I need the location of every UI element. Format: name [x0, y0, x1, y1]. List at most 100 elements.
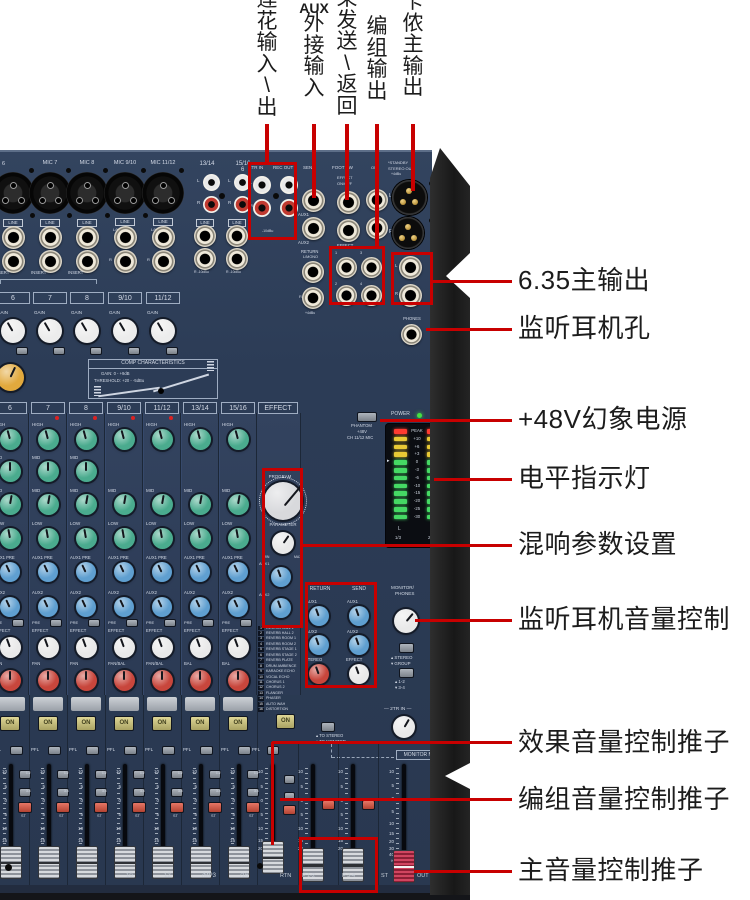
hpf-button-9/10[interactable]	[128, 347, 140, 355]
stereo-out-fader-cap[interactable]	[393, 850, 415, 883]
aux1-knob[interactable]	[228, 562, 248, 582]
stereo-group-switch[interactable]	[399, 643, 414, 653]
rtn-34-button[interactable]	[284, 792, 295, 801]
monitor-phones-knob[interactable]	[394, 609, 418, 633]
to-stereo-monitor-switch[interactable]	[321, 722, 335, 732]
program-select-knob[interactable]	[264, 482, 303, 520]
route-12-button[interactable]	[247, 770, 259, 779]
channel-fader-13/14-cap[interactable]	[190, 846, 212, 879]
return-aux1-knob[interactable]	[309, 606, 329, 626]
send-aux1-knob[interactable]	[349, 606, 369, 626]
pre-button[interactable]	[88, 619, 100, 627]
route-34-button[interactable]	[19, 788, 31, 797]
high-eq-knob[interactable]	[75, 428, 97, 450]
group34-st-button[interactable]	[362, 800, 375, 810]
channel-on-button[interactable]: ON	[152, 716, 172, 731]
pan-knob[interactable]	[113, 669, 135, 691]
effect-send-knob[interactable]	[113, 636, 135, 658]
pfl-button[interactable]	[48, 746, 61, 755]
channel-on-button[interactable]: ON	[114, 716, 134, 731]
route-34-button[interactable]	[171, 788, 183, 797]
route-34-button[interactable]	[95, 788, 107, 797]
low-eq-knob[interactable]	[0, 527, 21, 549]
pan-knob[interactable]	[151, 669, 173, 691]
pre-button[interactable]	[12, 619, 24, 627]
route-st-button[interactable]	[94, 802, 108, 813]
gain-knob-11/12[interactable]	[151, 319, 175, 343]
route-st-button[interactable]	[208, 802, 222, 813]
mid-eq-knob[interactable]	[75, 493, 97, 515]
channel-fader-9/10-track[interactable]	[123, 764, 127, 856]
low-eq-knob[interactable]	[189, 527, 211, 549]
route-st-button[interactable]	[246, 802, 260, 813]
high-eq-knob[interactable]	[0, 428, 21, 450]
channel-fader-11/12-track[interactable]	[161, 764, 165, 856]
aux2-knob[interactable]	[0, 597, 20, 617]
pfl-button[interactable]	[200, 746, 213, 755]
hpf-button-7[interactable]	[53, 347, 65, 355]
aux2-knob[interactable]	[76, 597, 96, 617]
high-eq-knob[interactable]	[37, 428, 59, 450]
mid-eq-knob[interactable]	[0, 493, 21, 515]
high-eq-knob[interactable]	[227, 428, 249, 450]
channel-on-button[interactable]: ON	[190, 716, 210, 731]
comp-knob[interactable]	[0, 363, 24, 391]
channel-fader-13/14-track[interactable]	[199, 764, 203, 856]
send-aux2-knob[interactable]	[349, 635, 369, 655]
mid-eq-knob[interactable]	[113, 493, 135, 515]
gain-knob-8[interactable]	[75, 319, 99, 343]
pre-button[interactable]	[202, 619, 214, 627]
effect-on-button[interactable]: ON	[276, 714, 295, 729]
route-34-button[interactable]	[247, 788, 259, 797]
channel-fader-9/10-cap[interactable]	[114, 846, 136, 879]
low-eq-knob[interactable]	[37, 527, 59, 549]
channel-on-button[interactable]: ON	[228, 716, 248, 731]
pre-button[interactable]	[240, 619, 252, 627]
channel-fader-6-cap[interactable]	[0, 846, 22, 879]
route-st-button[interactable]	[170, 802, 184, 813]
route-st-button[interactable]	[132, 802, 146, 813]
mid-eq-knob[interactable]	[189, 493, 211, 515]
channel-fader-15/16-track[interactable]	[237, 764, 241, 856]
mid-freq-knob[interactable]	[75, 460, 97, 482]
hpf-button-11/12[interactable]	[166, 347, 178, 355]
aux2-knob[interactable]	[114, 597, 134, 617]
mid-freq-knob[interactable]	[0, 460, 21, 482]
route-12-button[interactable]	[209, 770, 221, 779]
effect-send-knob[interactable]	[151, 636, 173, 658]
pan-knob[interactable]	[37, 669, 59, 691]
group12-st-button[interactable]	[322, 800, 335, 810]
pre-button[interactable]	[50, 619, 62, 627]
gain-knob-9/10[interactable]	[113, 319, 137, 343]
gain-knob-6[interactable]	[1, 319, 25, 343]
route-12-button[interactable]	[95, 770, 107, 779]
aux2-knob[interactable]	[152, 597, 172, 617]
pre-button[interactable]	[164, 619, 176, 627]
mid-freq-knob[interactable]	[37, 460, 59, 482]
pfl-button[interactable]	[238, 746, 251, 755]
group-12-fader-track[interactable]	[311, 764, 315, 856]
route-12-button[interactable]	[19, 770, 31, 779]
tr2-in-knob[interactable]	[393, 716, 415, 738]
aux1-knob[interactable]	[152, 562, 172, 582]
effect-send-knob[interactable]	[75, 636, 97, 658]
gain-knob-7[interactable]	[38, 319, 62, 343]
aux2-knob[interactable]	[190, 597, 210, 617]
mid-eq-knob[interactable]	[37, 493, 59, 515]
effect-send-knob[interactable]	[0, 636, 21, 658]
return-aux2-knob[interactable]	[309, 635, 329, 655]
aux1-knob[interactable]	[114, 562, 134, 582]
pfl-button[interactable]	[86, 746, 99, 755]
group-34-fader-track[interactable]	[351, 764, 355, 856]
high-eq-knob[interactable]	[113, 428, 135, 450]
route-34-button[interactable]	[133, 788, 145, 797]
route-34-button[interactable]	[209, 788, 221, 797]
effect-send-knob[interactable]	[189, 636, 211, 658]
aux2-knob[interactable]	[228, 597, 248, 617]
rtn-st-button[interactable]	[283, 805, 296, 815]
route-34-button[interactable]	[57, 788, 69, 797]
rtn-12-button[interactable]	[284, 775, 295, 784]
channel-on-button[interactable]: ON	[76, 716, 96, 731]
aux1-knob[interactable]	[0, 562, 20, 582]
parameter-knob[interactable]	[272, 532, 294, 554]
